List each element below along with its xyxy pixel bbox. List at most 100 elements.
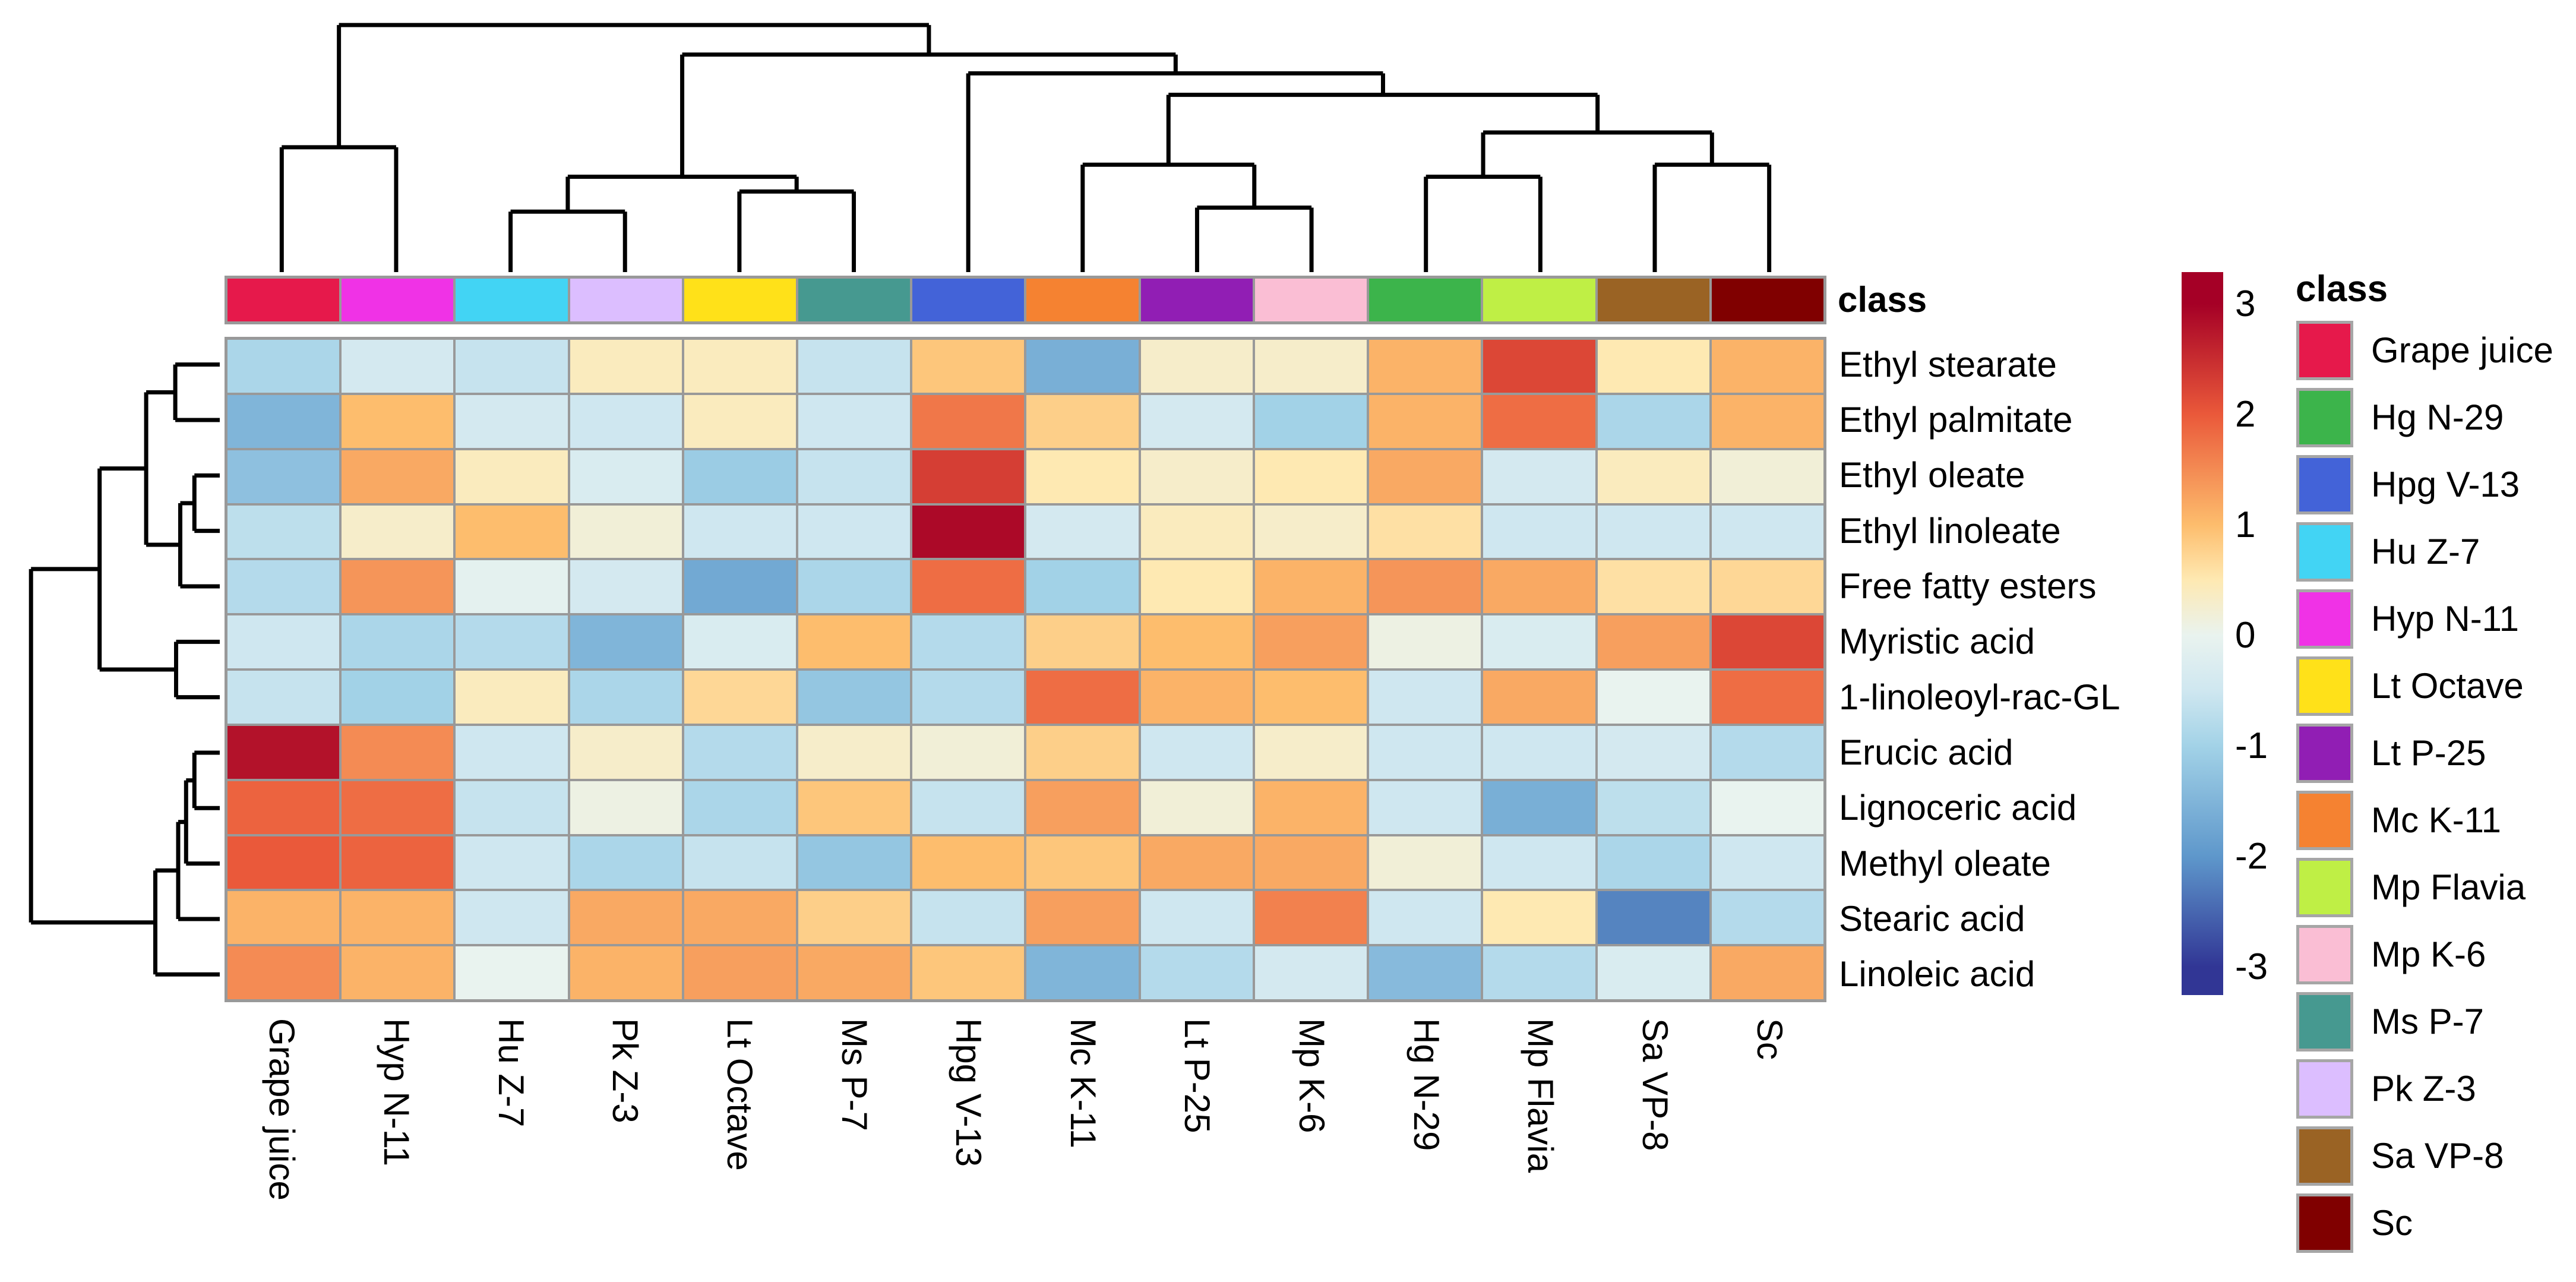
- colorbar-tick-label: 3: [2235, 283, 2256, 324]
- heatmap-cell: [227, 891, 340, 945]
- heatmap-cell: [684, 671, 796, 724]
- heatmap-cell: [227, 781, 340, 834]
- column-label: Hpg V-13: [949, 1018, 989, 1167]
- legend-item-label: Hg N-29: [2371, 397, 2504, 437]
- heatmap-cell: [912, 671, 1025, 724]
- heatmap-cell: [798, 836, 911, 889]
- class-annotation-cell: [1254, 279, 1367, 321]
- heatmap-cell: [456, 560, 568, 614]
- heatmap-cell: [1026, 671, 1139, 724]
- heatmap-cell: [1254, 891, 1367, 945]
- legend-item-label: Lt P-25: [2371, 733, 2486, 773]
- heatmap-cell: [1140, 560, 1253, 614]
- heatmap-cell: [1483, 725, 1595, 779]
- heatmap-cell: [570, 836, 682, 889]
- heatmap-cell: [1026, 836, 1139, 889]
- heatmap-cell: [1254, 781, 1367, 834]
- heatmap-cell: [1597, 394, 1709, 448]
- row-label: Stearic acid: [1839, 898, 2025, 939]
- heatmap-cell: [570, 781, 682, 834]
- legend-swatch: [2296, 388, 2353, 447]
- heatmap-cell: [684, 725, 796, 779]
- row-label: Ethyl stearate: [1839, 344, 2057, 384]
- legend-title: class: [2296, 269, 2388, 310]
- heatmap-cell: [1711, 671, 1823, 724]
- heatmap-cell: [1026, 891, 1139, 945]
- heatmap-cell: [798, 394, 911, 448]
- heatmap-cell: [227, 946, 340, 999]
- heatmap-cell: [1711, 450, 1823, 503]
- heatmap-cell: [570, 891, 682, 945]
- class-annotation-cell: [570, 279, 682, 321]
- heatmap-cell: [342, 891, 454, 945]
- heatmap-cell: [1369, 891, 1481, 945]
- heatmap-cell: [1026, 560, 1139, 614]
- heatmap-cell: [1026, 725, 1139, 779]
- legend-item-label: Mp K-6: [2371, 934, 2486, 974]
- heatmap-cell: [1254, 394, 1367, 448]
- column-label: Mp Flavia: [1521, 1018, 1561, 1173]
- legend-item-label: Hpg V-13: [2371, 465, 2520, 504]
- legend-swatch: [2296, 992, 2353, 1052]
- heatmap-cell: [1483, 615, 1595, 668]
- heatmap-cell: [912, 891, 1025, 945]
- heatmap-cell: [227, 836, 340, 889]
- legend-swatch: [2296, 589, 2353, 649]
- column-label: Pk Z-3: [605, 1018, 646, 1123]
- heatmap-cell: [227, 725, 340, 779]
- heatmap-cell: [684, 836, 796, 889]
- heatmap-cell: [1254, 450, 1367, 503]
- heatmap-cell: [684, 781, 796, 834]
- heatmap-cell: [1369, 725, 1481, 779]
- heatmap-cell: [1026, 505, 1139, 558]
- legend-swatch: [2296, 321, 2353, 380]
- heatmap-cell: [798, 450, 911, 503]
- heatmap-cell: [798, 340, 911, 393]
- heatmap-cell: [1369, 946, 1481, 999]
- heatmap-cell: [570, 725, 682, 779]
- heatmap-cell: [570, 450, 682, 503]
- heatmap-cell: [1254, 340, 1367, 393]
- heatmap-cell: [456, 725, 568, 779]
- legend-item-label: Hyp N-11: [2371, 599, 2519, 639]
- heatmap-cell: [342, 394, 454, 448]
- heatmap-cell: [912, 450, 1025, 503]
- legend-item-label: Pk Z-3: [2371, 1069, 2476, 1109]
- heatmap-cell: [227, 560, 340, 614]
- heatmap-cell: [912, 781, 1025, 834]
- class-annotation-cell: [1026, 279, 1139, 321]
- heatmap-cell: [1711, 394, 1823, 448]
- heatmap-cell: [1254, 946, 1367, 999]
- class-annotation-cell: [1483, 279, 1595, 321]
- class-annotation-cell: [684, 279, 796, 321]
- colorbar-tick-label: -1: [2235, 725, 2268, 766]
- legend-swatch: [2296, 858, 2353, 917]
- class-annotation-cell: [912, 279, 1025, 321]
- colorbar-tick-label: -3: [2235, 946, 2268, 987]
- heatmap-cell: [342, 836, 454, 889]
- heatmap-cell: [684, 394, 796, 448]
- heatmap-cell: [1140, 781, 1253, 834]
- heatmap-cell: [1140, 671, 1253, 724]
- heatmap-cell: [1369, 781, 1481, 834]
- heatmap-cell: [1597, 450, 1709, 503]
- heatmap-cell: [798, 615, 911, 668]
- colorbar-tick-label: 2: [2235, 394, 2256, 435]
- heatmap-cell: [1026, 946, 1139, 999]
- heatmap-cell: [1140, 450, 1253, 503]
- heatmap-cell: [570, 671, 682, 724]
- heatmap-cell: [1140, 725, 1253, 779]
- heatmap-cell: [227, 450, 340, 503]
- heatmap-cell: [1369, 505, 1481, 558]
- legend-item-label: Mc K-11: [2371, 800, 2501, 840]
- heatmap-grid: [225, 337, 1826, 1002]
- legend-swatch: [2296, 791, 2353, 850]
- heatmap-cell: [456, 450, 568, 503]
- column-label: Hg N-29: [1406, 1018, 1446, 1151]
- legend-item-label: Lt Octave: [2371, 666, 2524, 706]
- heatmap-cell: [1711, 615, 1823, 668]
- heatmap-cell: [1597, 891, 1709, 945]
- heatmap-cell: [1711, 836, 1823, 889]
- colorbar-tick-label: -2: [2235, 836, 2268, 877]
